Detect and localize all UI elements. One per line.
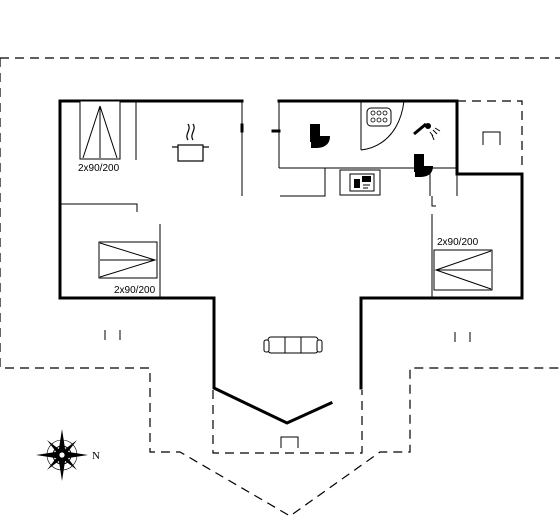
entrance-terrace-boundary: [212, 390, 363, 454]
terrace-markers: [104, 131, 501, 448]
compass-rose-icon: [36, 429, 88, 481]
sofa-icon: [263, 336, 323, 354]
bed-bedroom-3: [433, 249, 493, 291]
bed-label-bedroom-2: 2x90/200: [114, 285, 156, 296]
bed-label-bedroom-3: 2x90/200: [437, 237, 479, 248]
bed-bedroom-1: [79, 100, 121, 160]
bed-bedroom-2: [98, 241, 158, 279]
toilet-icon-1: [310, 124, 330, 148]
compass-north-label: N: [92, 450, 100, 462]
whirlpool-icon: [366, 107, 392, 127]
bed-label-bedroom-1: 2x90/200: [78, 163, 120, 174]
main-walls-left: [58, 99, 333, 425]
main-walls-right: [277, 99, 524, 390]
shower-icon: [413, 122, 441, 141]
interior-partitions: [60, 100, 458, 298]
terrace-boundary: [0, 57, 560, 517]
annex-boundary: [457, 100, 523, 168]
toilet-icon-2: [414, 154, 433, 177]
washing-machine-icon: [349, 173, 375, 192]
kitchen-pot-icon: [172, 123, 209, 162]
